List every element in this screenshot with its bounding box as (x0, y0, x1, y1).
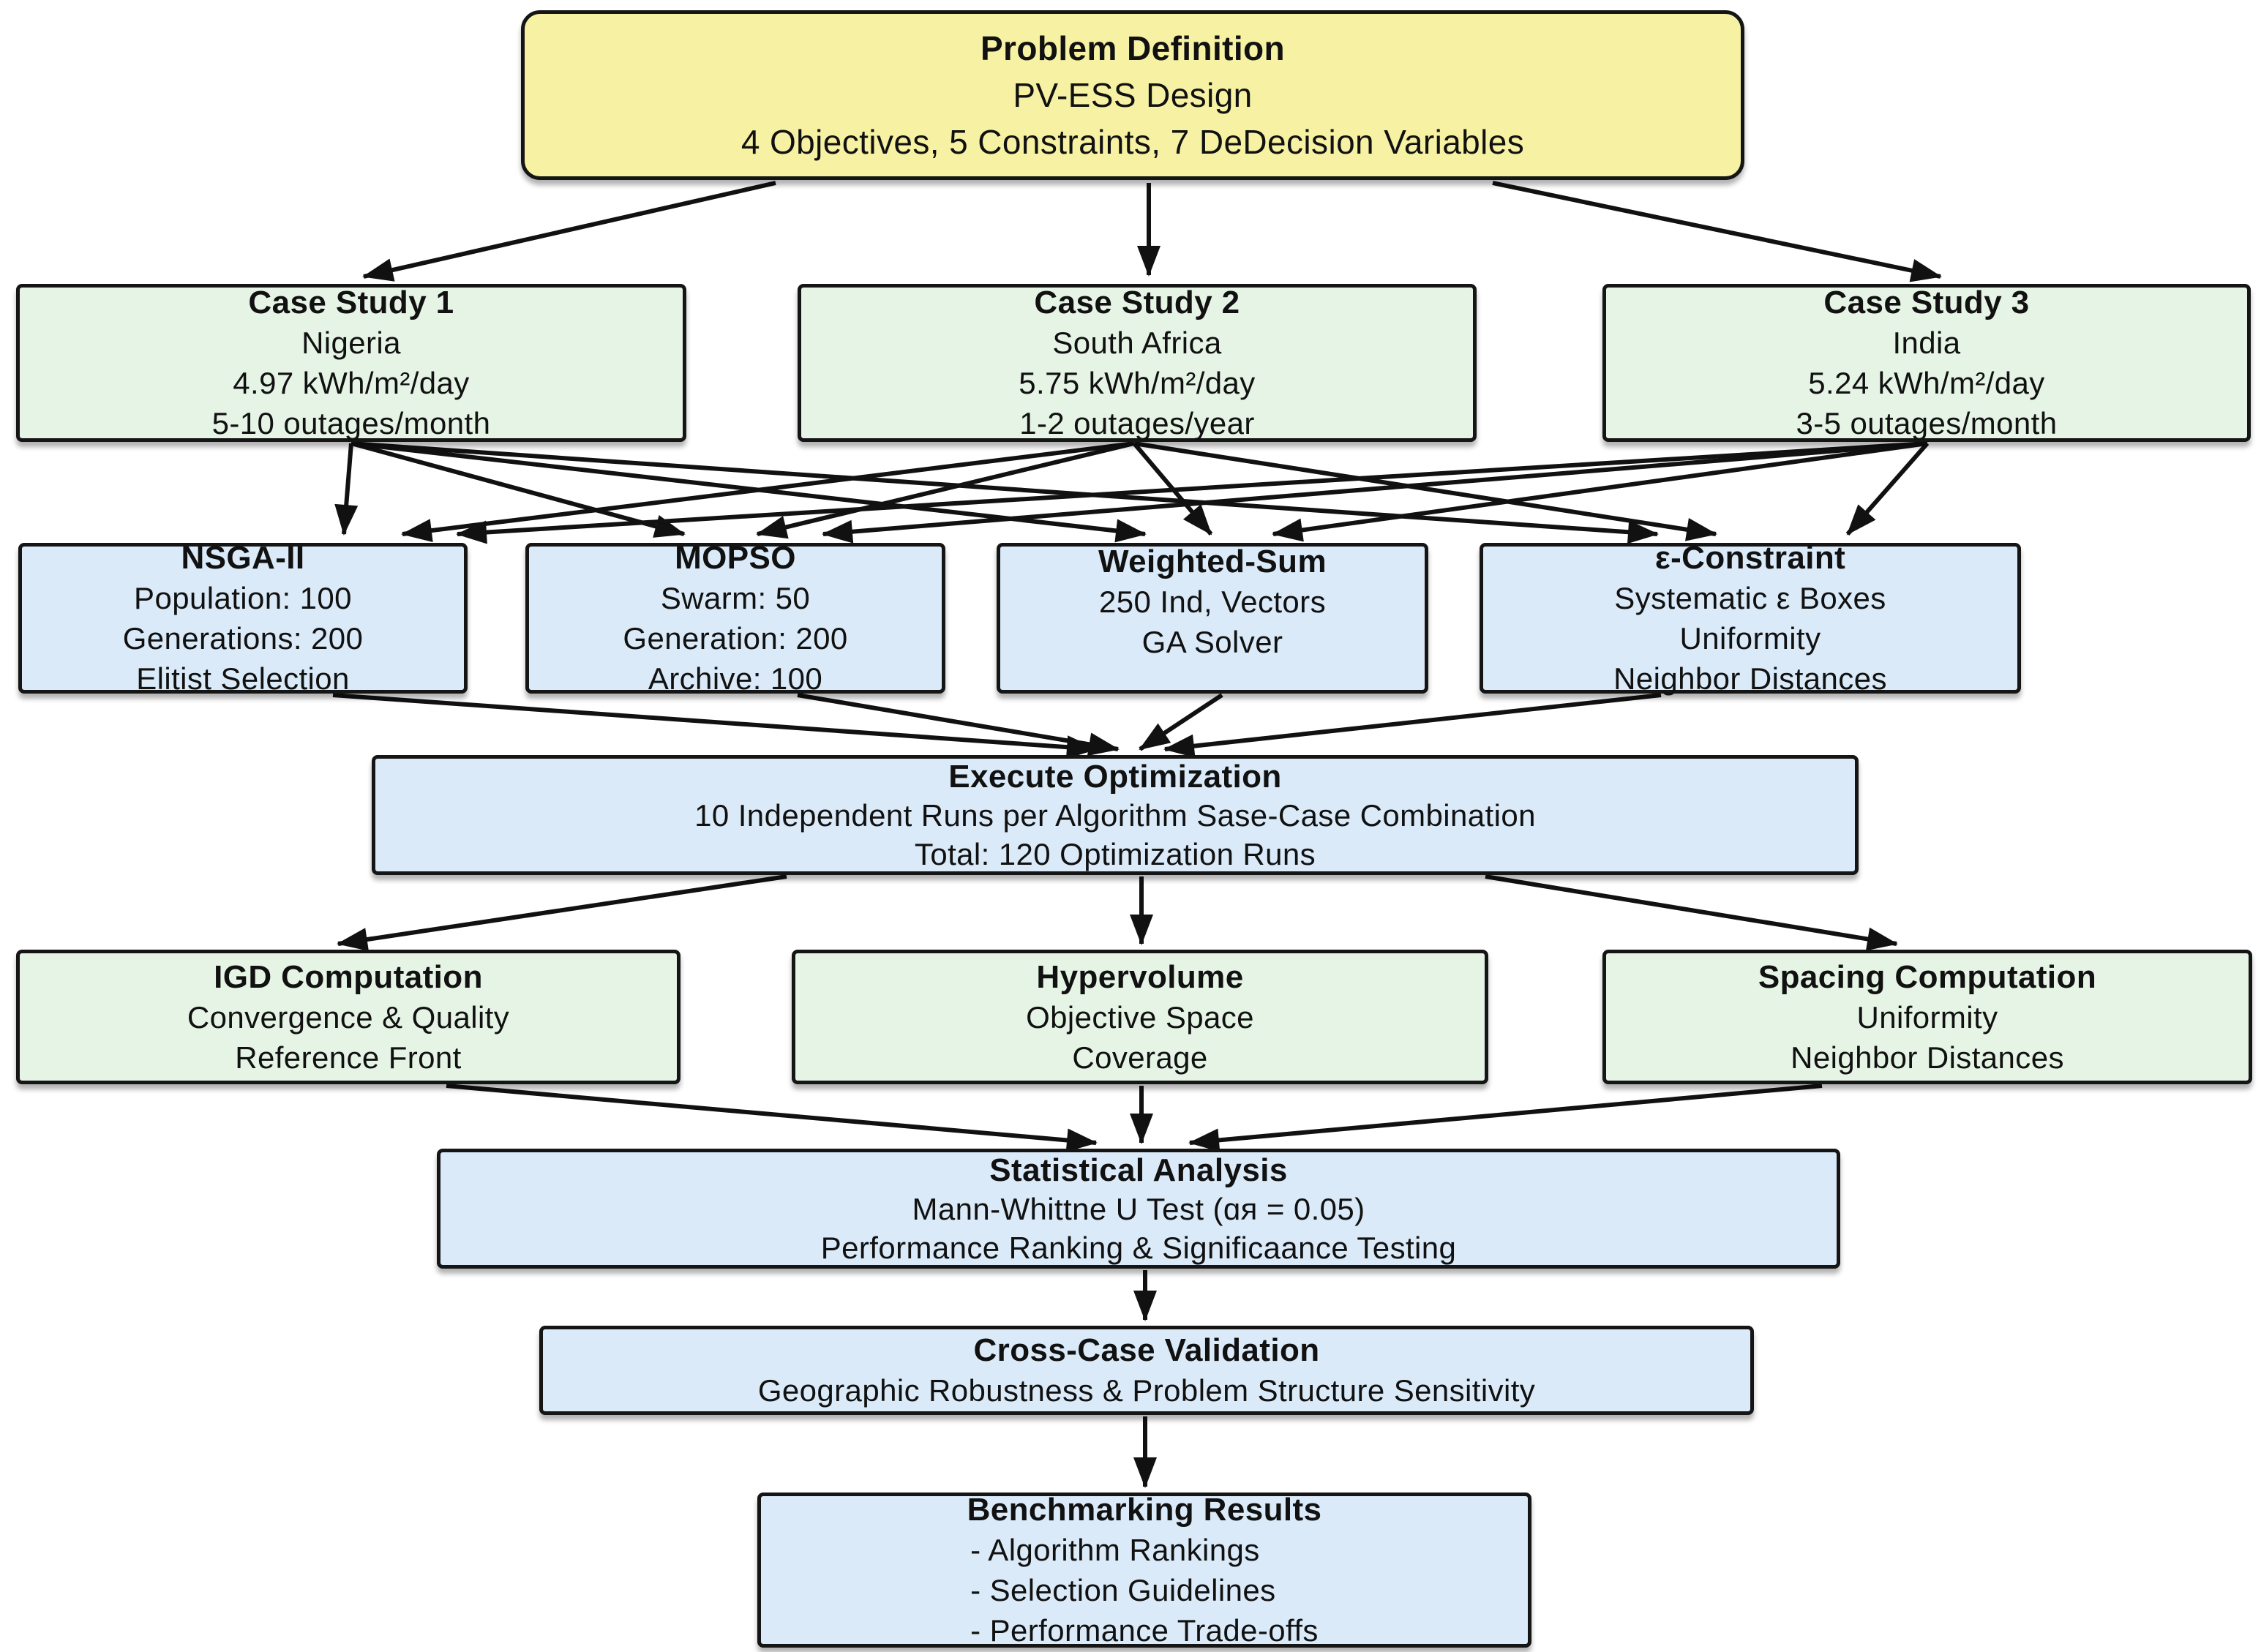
node-title: Hypervolume (1036, 958, 1244, 995)
node-cross-case-validation: Cross-Case Validation Geographic Robustn… (539, 1326, 1754, 1415)
node-line: - Performance Trade-offs (970, 1613, 1319, 1648)
node-epsilon-constraint: ε-Constraint Systematic ε Boxes Uniformi… (1480, 540, 2021, 696)
node-weighted-sum: Weighted-Sum 250 Ind, Vectors GA Solver (997, 543, 1428, 694)
node-line: Nigeria (301, 326, 401, 360)
node-title: ε-Constraint (1654, 540, 1846, 576)
node-title: Case Study 1 (248, 285, 454, 320)
arrow (1139, 693, 1223, 751)
node-line: Neighbor Distances (1613, 661, 1887, 696)
node-line: 10 Independent Runs per Algorithm Sase-C… (694, 797, 1536, 833)
node-title: Case Study 3 (1823, 285, 2030, 320)
node-line: 3-5 outages/month (1796, 406, 2058, 440)
arrow (350, 441, 686, 538)
node-title: Case Study 2 (1034, 285, 1240, 320)
arrow (756, 441, 1135, 539)
node-line: Systematic ε Boxes (1614, 581, 1886, 615)
node-title: Benchmarking Results (967, 1492, 1322, 1528)
node-line: - Selection Guidelines (970, 1573, 1276, 1607)
node-title: Execute Optimization (948, 758, 1282, 795)
arrow (1845, 442, 1930, 536)
node-statistical-analysis: Statistical Analysis Mann-Whittne U Test… (437, 1149, 1840, 1269)
arrow (362, 181, 776, 282)
node-title: Statistical Analysis (989, 1152, 1288, 1188)
node-line: 4.97 kWh/m²/day (233, 366, 470, 400)
node-title: Cross-Case Validation (973, 1332, 1320, 1368)
node-case-study-3: Case Study 3 India 5.24 kWh/m²/day 3-5 o… (1602, 284, 2251, 442)
node-nsga-ii: NSGA-II Population: 100 Generations: 200… (18, 540, 468, 696)
node-line: Generations: 200 (122, 621, 364, 656)
arrow (1485, 874, 1898, 951)
arrow (797, 693, 1120, 756)
node-line: Uniformity (1856, 999, 1998, 1035)
node-line: 5-10 outages/month (211, 406, 491, 440)
node-title: NSGA-II (181, 540, 305, 576)
node-execute-optimization: Execute Optimization 10 Independent Runs… (372, 755, 1859, 875)
node-line: Mann-Whittne U Test (ɑя = 0.05) (912, 1191, 1365, 1226)
node-line: Uniformity (1679, 621, 1821, 656)
node-line: Swarm: 50 (660, 581, 811, 615)
node-line: 4 Objectives, 5 Constraints, 7 DeDecisio… (740, 123, 1525, 161)
arrow (1492, 181, 1942, 282)
node-case-study-1: Case Study 1 Nigeria 4.97 kWh/m²/day 5-1… (16, 284, 686, 442)
arrow (337, 874, 787, 951)
node-title: Weighted-Sum (1098, 544, 1327, 579)
node-line: 250 Ind, Vectors (1099, 585, 1326, 619)
node-line: Convergence & Quality (187, 999, 510, 1035)
node-line: Reference Front (235, 1040, 462, 1075)
arrow (350, 441, 1659, 544)
arrow (334, 443, 359, 536)
node-line: Archive: 100 (648, 661, 823, 696)
node-title: Spacing Computation (1758, 958, 2097, 995)
node-line: 5.24 kWh/m²/day (1808, 366, 2045, 400)
arrow (1163, 693, 1662, 758)
node-hypervolume: Hypervolume Objective Space Coverage (792, 950, 1488, 1084)
node-line: 1-2 outages/year (1019, 406, 1255, 440)
node-line: Coverage (1072, 1040, 1208, 1075)
node-line: Total: 120 Optimization Runs (914, 836, 1316, 871)
node-bullet-list: - Algorithm Rankings - Selection Guideli… (970, 1530, 1319, 1651)
node-line: PV-ESS Design (1013, 76, 1253, 114)
arrow (332, 693, 1098, 759)
node-line: South Africa (1052, 326, 1222, 360)
node-igd-computation: IGD Computation Convergence & Quality Re… (16, 950, 680, 1084)
arrow (456, 441, 1928, 544)
node-line: 5.75 kWh/m²/day (1019, 366, 1256, 400)
node-title: MOPSO (675, 540, 796, 576)
arrow (401, 441, 1135, 542)
node-case-study-2: Case Study 2 South Africa 5.75 kWh/m²/da… (798, 284, 1477, 442)
node-line: Geographic Robustness & Problem Structur… (757, 1373, 1536, 1408)
arrow (1133, 441, 1717, 541)
node-line: Neighbor Distances (1791, 1040, 2064, 1075)
node-title: Problem Definition (980, 29, 1286, 67)
node-line: GA Solver (1141, 625, 1283, 659)
node-mopso: MOPSO Swarm: 50 Generation: 200 Archive:… (525, 540, 945, 696)
arrow (1272, 441, 1928, 542)
node-benchmarking-results: Benchmarking Results - Algorithm Ranking… (757, 1492, 1531, 1651)
node-title: IGD Computation (214, 958, 483, 995)
arrow (822, 441, 1928, 544)
arrow (446, 1084, 1098, 1152)
node-line: - Algorithm Rankings (970, 1533, 1260, 1567)
node-spacing-computation: Spacing Computation Uniformity Neighbor … (1602, 950, 2252, 1084)
node-line: Generation: 200 (623, 621, 848, 656)
node-problem-definition: Problem Definition PV-ESS Design 4 Objec… (521, 10, 1744, 180)
node-line: Elitist Selection (136, 661, 350, 696)
arrow (1188, 1084, 1823, 1152)
node-line: India (1892, 326, 1961, 360)
node-line: Performance Ranking & Significaance Test… (820, 1230, 1457, 1265)
node-line: Population: 100 (134, 581, 352, 615)
node-line: Objective Space (1026, 999, 1254, 1035)
